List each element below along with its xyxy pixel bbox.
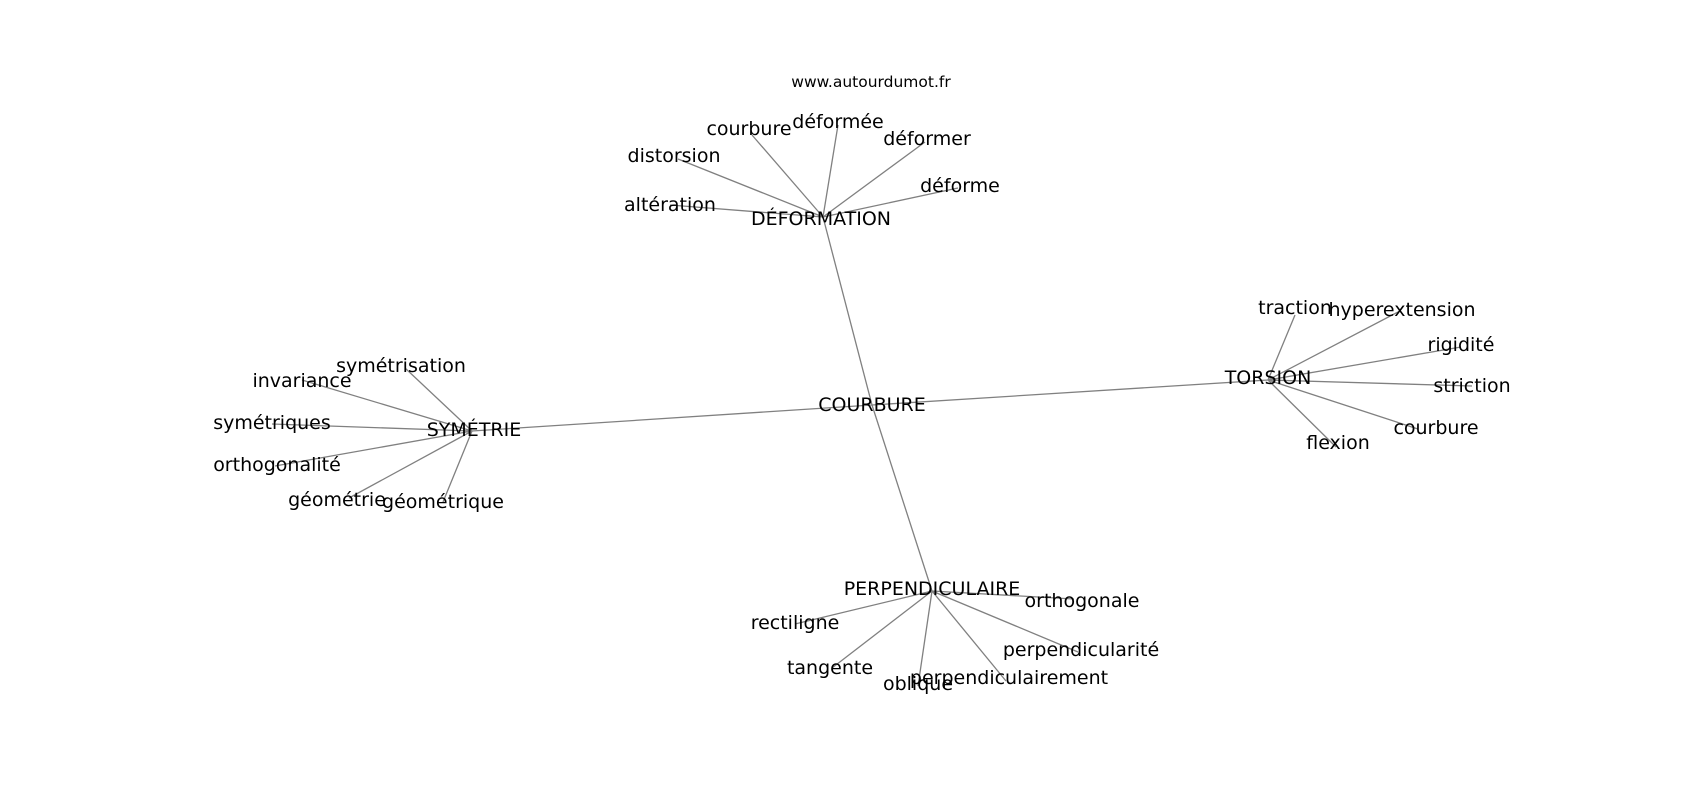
leaf-node-label-oblique[interactable]: oblique — [883, 673, 953, 695]
leaf-node-label-perpendicularite[interactable]: perpendicularité — [1003, 639, 1159, 661]
leaf-node-label-rigidite[interactable]: rigidité — [1428, 334, 1495, 356]
edge-deformation-deformee — [822, 124, 839, 218]
edge-deformation-courbure_d — [751, 134, 824, 218]
leaf-node-label-orthogonalite[interactable]: orthogonalité — [213, 454, 341, 476]
leaf-node-label-alteration[interactable]: altération — [624, 194, 716, 216]
edge-deformation-distorsion — [677, 158, 824, 218]
leaf-node-label-tangente[interactable]: tangente — [787, 657, 873, 679]
hub-node-label-perpendiculaire[interactable]: PERPENDICULAIRE — [844, 578, 1021, 600]
edge-center-symetrie — [471, 404, 873, 432]
leaf-node-label-symetrisation[interactable]: symétrisation — [336, 355, 466, 377]
edge-symetrie-invariance — [301, 379, 473, 432]
leaf-node-label-invariance[interactable]: invariance — [252, 370, 351, 392]
graph-labels: COURBURE DÉFORMATION TORSION SYMÉTRIE PERPEN… — [213, 111, 1510, 695]
edge-symetrie-geometrique — [442, 430, 473, 503]
edge-deformation-alteration — [669, 204, 824, 218]
leaf-node-label-courbure_t[interactable]: courbure — [1393, 417, 1478, 439]
leaf-node-label-deformee[interactable]: déformée — [792, 111, 883, 133]
edge-torsion-hyperextension — [1267, 311, 1399, 381]
edge-symetrie-geometrie — [348, 430, 473, 499]
edge-perpendiculaire-rectiligne — [794, 590, 933, 625]
edge-deformation-deforme — [822, 187, 959, 218]
edge-torsion-rigidite — [1267, 346, 1462, 381]
center-node-label[interactable]: COURBURE — [818, 394, 925, 416]
edge-symetrie-symetrisation — [404, 367, 473, 432]
hub-node-label-torsion[interactable]: TORSION — [1224, 367, 1312, 389]
edge-center-deformation — [822, 216, 873, 406]
hub-node-label-symetrie[interactable]: SYMÉTRIE — [427, 418, 521, 441]
edge-perpendiculaire-perpendicularite — [931, 590, 1079, 653]
edge-torsion-traction — [1267, 314, 1296, 381]
edge-perpendiculaire-tangente — [831, 590, 933, 669]
edge-perpendiculaire-perpendiculairement — [931, 590, 1007, 682]
edge-torsion-courbure_t — [1267, 379, 1419, 430]
edge-symetrie-orthogonalite — [274, 430, 473, 467]
edge-deformation-deformer — [822, 141, 926, 218]
leaf-node-label-symetriques[interactable]: symétriques — [213, 412, 331, 434]
leaf-node-label-flexion[interactable]: flexion — [1306, 432, 1370, 454]
leaf-node-label-rectiligne[interactable]: rectiligne — [751, 612, 840, 634]
edge-symetrie-symetriques — [271, 423, 473, 432]
leaf-node-label-geometrie[interactable]: géométrie — [288, 489, 386, 511]
hub-node-label-deformation[interactable]: DÉFORMATION — [751, 207, 891, 230]
edge-torsion-flexion — [1267, 379, 1337, 448]
leaf-node-label-traction[interactable]: traction — [1258, 297, 1332, 319]
edge-perpendiculaire-orthogonale — [931, 590, 1075, 600]
leaf-node-label-deformer[interactable]: déformer — [883, 128, 971, 150]
leaf-node-label-courbure_d[interactable]: courbure — [706, 118, 791, 140]
leaf-node-label-orthogonale[interactable]: orthogonale — [1025, 590, 1140, 612]
leaf-node-label-deforme[interactable]: déforme — [920, 175, 1000, 197]
edge-torsion-striction — [1267, 379, 1473, 387]
leaf-node-label-striction[interactable]: striction — [1433, 375, 1510, 397]
edge-perpendiculaire-oblique — [917, 590, 933, 687]
leaf-node-label-distorsion[interactable]: distorsion — [628, 145, 721, 167]
watermark-text: www.autourdumot.fr — [791, 73, 951, 91]
leaf-node-label-geometrique[interactable]: géométrique — [382, 491, 504, 513]
graph-edges — [271, 124, 1473, 687]
leaf-node-label-perpendiculairement[interactable]: perpendiculairement — [910, 667, 1108, 689]
edge-center-torsion — [871, 379, 1269, 406]
leaf-node-label-hyperextension[interactable]: hyperextension — [1328, 299, 1475, 321]
edge-center-perpendiculaire — [871, 404, 933, 592]
